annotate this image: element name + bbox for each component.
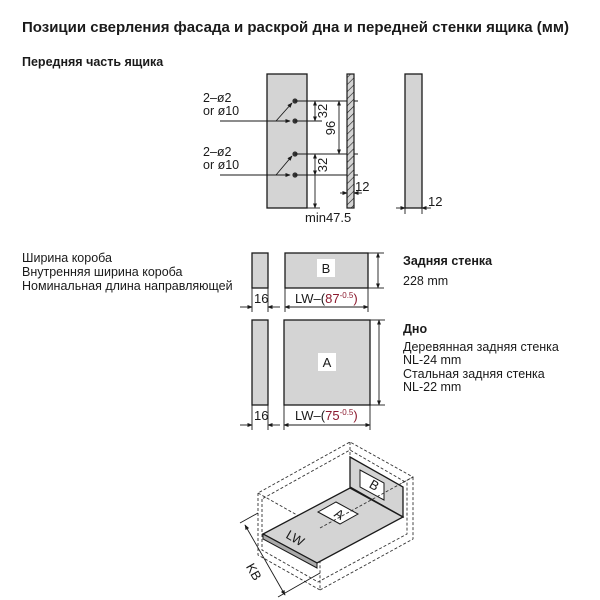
front-panel-section: [346, 73, 355, 209]
panel-b-drawing: B 16 LW–(87-0.5): [240, 252, 384, 312]
panel-b-width: LW–(87-0.5): [295, 291, 358, 306]
panel-a-width: LW–(75-0.5): [295, 408, 358, 423]
bottom-steel-label: Стальная задняя стенка: [403, 367, 545, 381]
panel-a-drawing: A 16 LW–(75-0.5): [240, 319, 385, 430]
dimension-12: 12: [355, 179, 369, 194]
hole-label: or ø10: [203, 104, 239, 118]
hole-label: or ø10: [203, 158, 239, 172]
panel-a-label: A: [323, 355, 332, 370]
dimension-12: 12: [428, 194, 442, 209]
legend-box-width: Ширина короба: [22, 251, 112, 265]
bottom-wood-value: NL-24 mm: [403, 353, 461, 367]
hole-label: 2–ø2: [203, 91, 232, 105]
dimension-96: 96: [323, 121, 338, 135]
iso-label-kb: KB: [243, 560, 265, 583]
front-section-heading: Передняя часть ящика: [22, 55, 164, 69]
legend-nominal-length: Номинальная длина направляющей: [22, 279, 233, 293]
dimension-32: 32: [315, 104, 330, 118]
legend-inner-width: Внутренняя ширина короба: [22, 265, 183, 279]
front-panel-drawing: 2–ø2 or ø10 2–ø2 or ø10 32 96 32 min47.5…: [203, 73, 442, 225]
panel-b-side: [251, 252, 269, 289]
bottom-steel-value: NL-22 mm: [403, 380, 461, 394]
isometric-drawer: B A LW KB: [239, 441, 414, 598]
bottom-heading: Дно: [403, 322, 427, 336]
panel-b-thickness: 16: [254, 291, 268, 306]
hole-label: 2–ø2: [203, 145, 232, 159]
panel-b-label: B: [322, 261, 331, 276]
back-wall-value: 228 mm: [403, 274, 448, 288]
panel-a-side: [251, 319, 269, 406]
front-panel: [266, 73, 308, 209]
panel-a-thickness: 16: [254, 408, 268, 423]
dimension-min: min47.5: [305, 210, 351, 225]
page-title: Позиции сверления фасада и раскрой дна и…: [22, 19, 569, 36]
front-panel-side: [404, 73, 423, 209]
bottom-wood-label: Деревянная задняя стенка: [403, 340, 559, 354]
dimension-32: 32: [315, 158, 330, 172]
back-wall-heading: Задняя стенка: [403, 254, 493, 268]
